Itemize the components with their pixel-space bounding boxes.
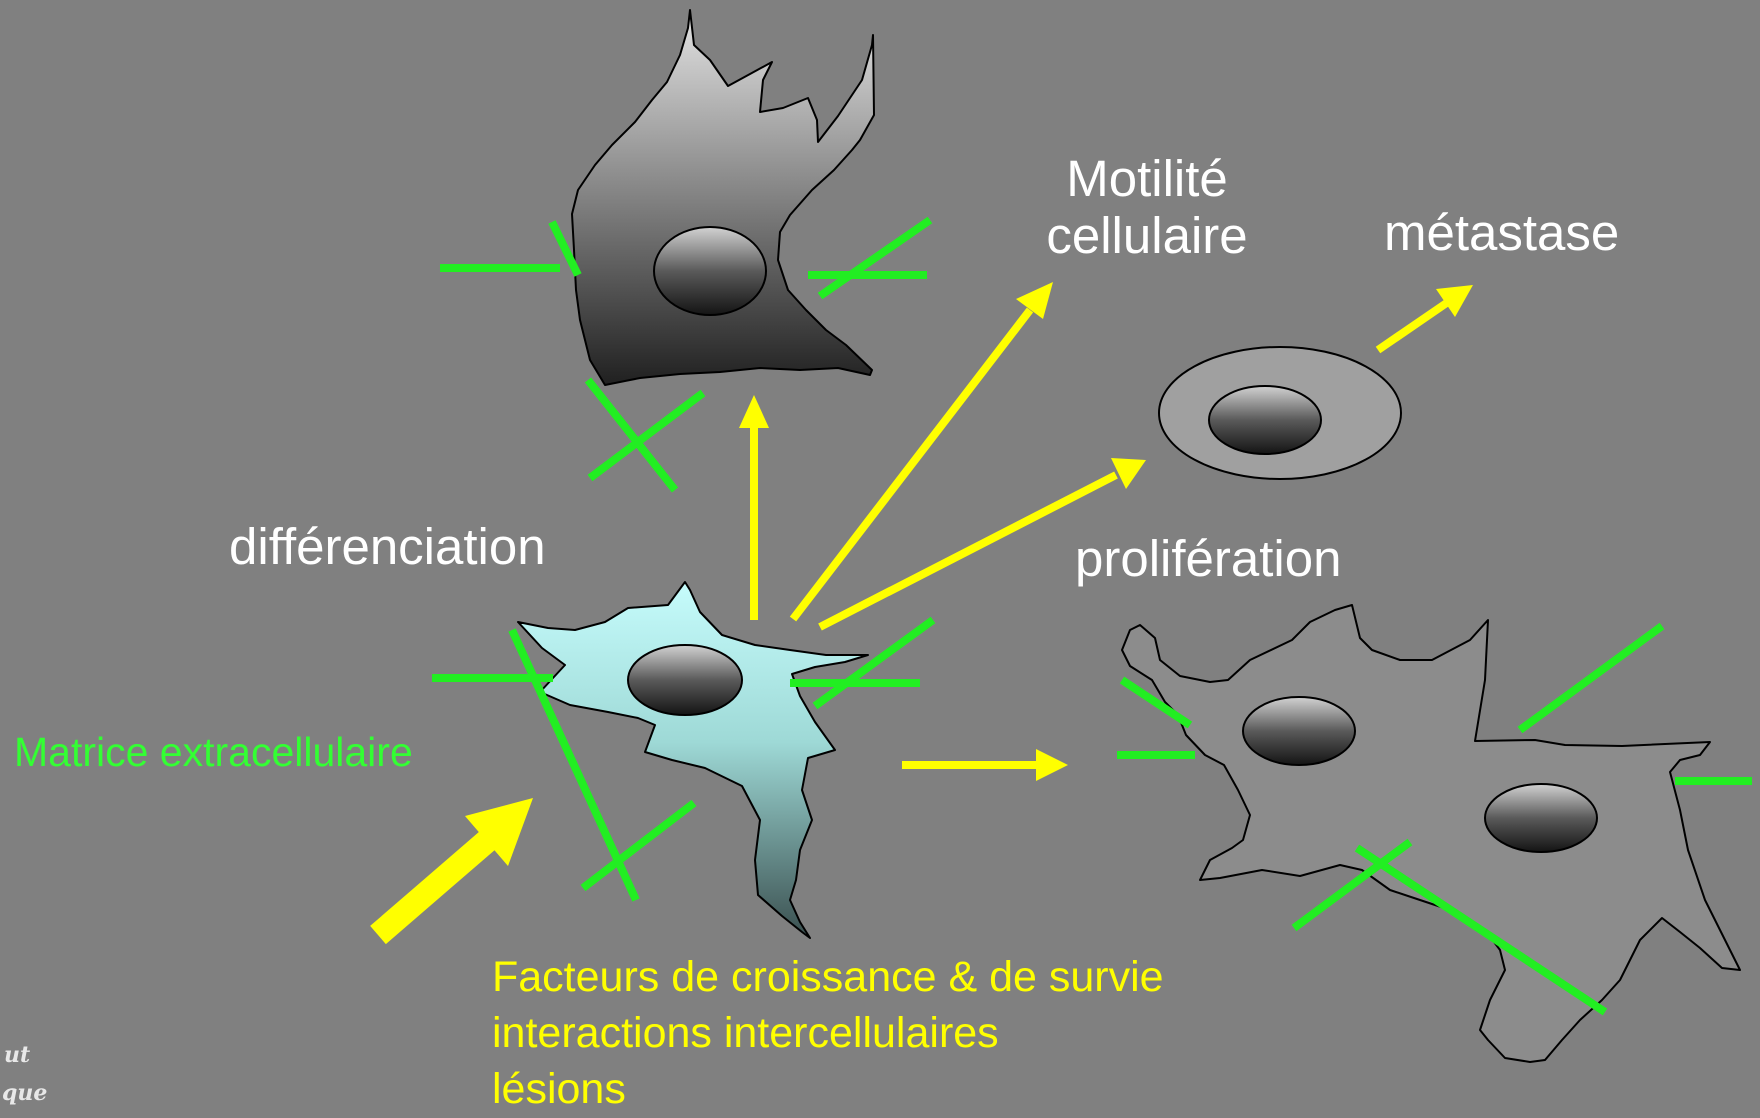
differentiated-cell-body xyxy=(572,10,874,385)
logo-fragment: ut xyxy=(4,1042,30,1068)
factors-label: Facteurs de croissance & de survie inter… xyxy=(492,950,1164,1118)
differentiated-cell-nucleus xyxy=(654,227,766,315)
matrix-line xyxy=(820,220,930,296)
proliferating-cell-2-nucleus xyxy=(1485,784,1597,852)
progenitor-cell-nucleus xyxy=(628,645,742,715)
arrow-to-differentiation-head xyxy=(739,395,769,428)
matrix-line xyxy=(1520,626,1662,730)
arrow-to-motile-cell-head xyxy=(1111,458,1146,489)
matrix-label: Matrice extracellulaire xyxy=(14,730,413,776)
proliferating-cells-body xyxy=(1122,605,1740,1062)
arrow-to-motility-head xyxy=(1016,282,1053,319)
arrow-to-metastasis-shaft xyxy=(1378,302,1448,350)
arrow-to-metastasis-head xyxy=(1436,285,1473,317)
arrow-to-motile-cell-shaft xyxy=(820,475,1116,627)
incoming-signal-arrow-shaft xyxy=(378,840,488,935)
metastasis-label: métastase xyxy=(1384,204,1619,261)
motile-cell-nucleus xyxy=(1209,386,1321,454)
differentiation-label: différenciation xyxy=(229,518,546,575)
motility-label: Motilité cellulaire xyxy=(1022,150,1272,264)
differentiated-cell xyxy=(572,10,874,385)
motility-label-line2: cellulaire xyxy=(1022,207,1272,264)
factors-label-line1: Facteurs de croissance & de survie xyxy=(492,950,1164,1006)
factors-label-line3: lésions xyxy=(492,1062,1164,1118)
proliferation-label: prolifération xyxy=(1075,530,1341,587)
motile-cell xyxy=(1159,347,1401,479)
arrow-to-proliferation-head xyxy=(1036,749,1068,781)
proliferating-cells xyxy=(1122,605,1740,1062)
proliferating-cell-1-nucleus xyxy=(1243,697,1355,765)
logo-fragment: que xyxy=(2,1080,47,1106)
factors-label-line2: interactions intercellulaires xyxy=(492,1006,1164,1062)
motility-label-line1: Motilité xyxy=(1022,150,1272,207)
